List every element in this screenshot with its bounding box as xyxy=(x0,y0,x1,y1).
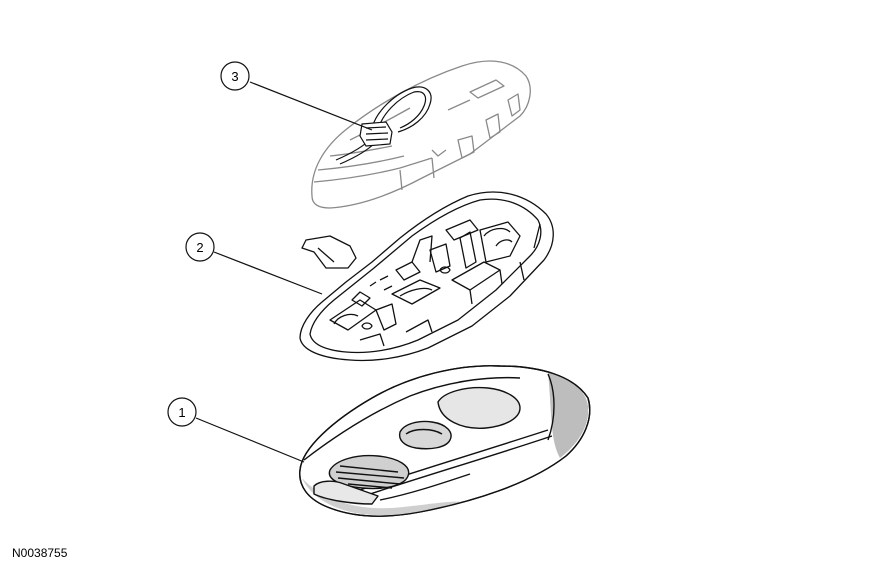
part-1-lens-cover xyxy=(299,365,591,517)
callout-number: 2 xyxy=(196,240,203,255)
callout-3: 3 xyxy=(220,61,250,91)
leader-line-2 xyxy=(213,251,323,295)
callout-circle xyxy=(167,397,197,427)
part-3-trim-panel xyxy=(311,60,531,209)
leader-line-1 xyxy=(195,417,305,463)
callout-number: 3 xyxy=(231,69,238,84)
callout-circle xyxy=(220,61,250,91)
callout-2: 2 xyxy=(185,232,215,262)
callout-circle xyxy=(185,232,215,262)
leader-lines xyxy=(195,81,373,463)
leader-line-3 xyxy=(249,81,373,131)
callout-number: 1 xyxy=(178,405,185,420)
part-2-housing xyxy=(299,191,554,362)
figure-id: N0038755 xyxy=(12,546,68,560)
callout-1: 1 xyxy=(167,397,197,427)
wiring-connector xyxy=(359,121,393,147)
